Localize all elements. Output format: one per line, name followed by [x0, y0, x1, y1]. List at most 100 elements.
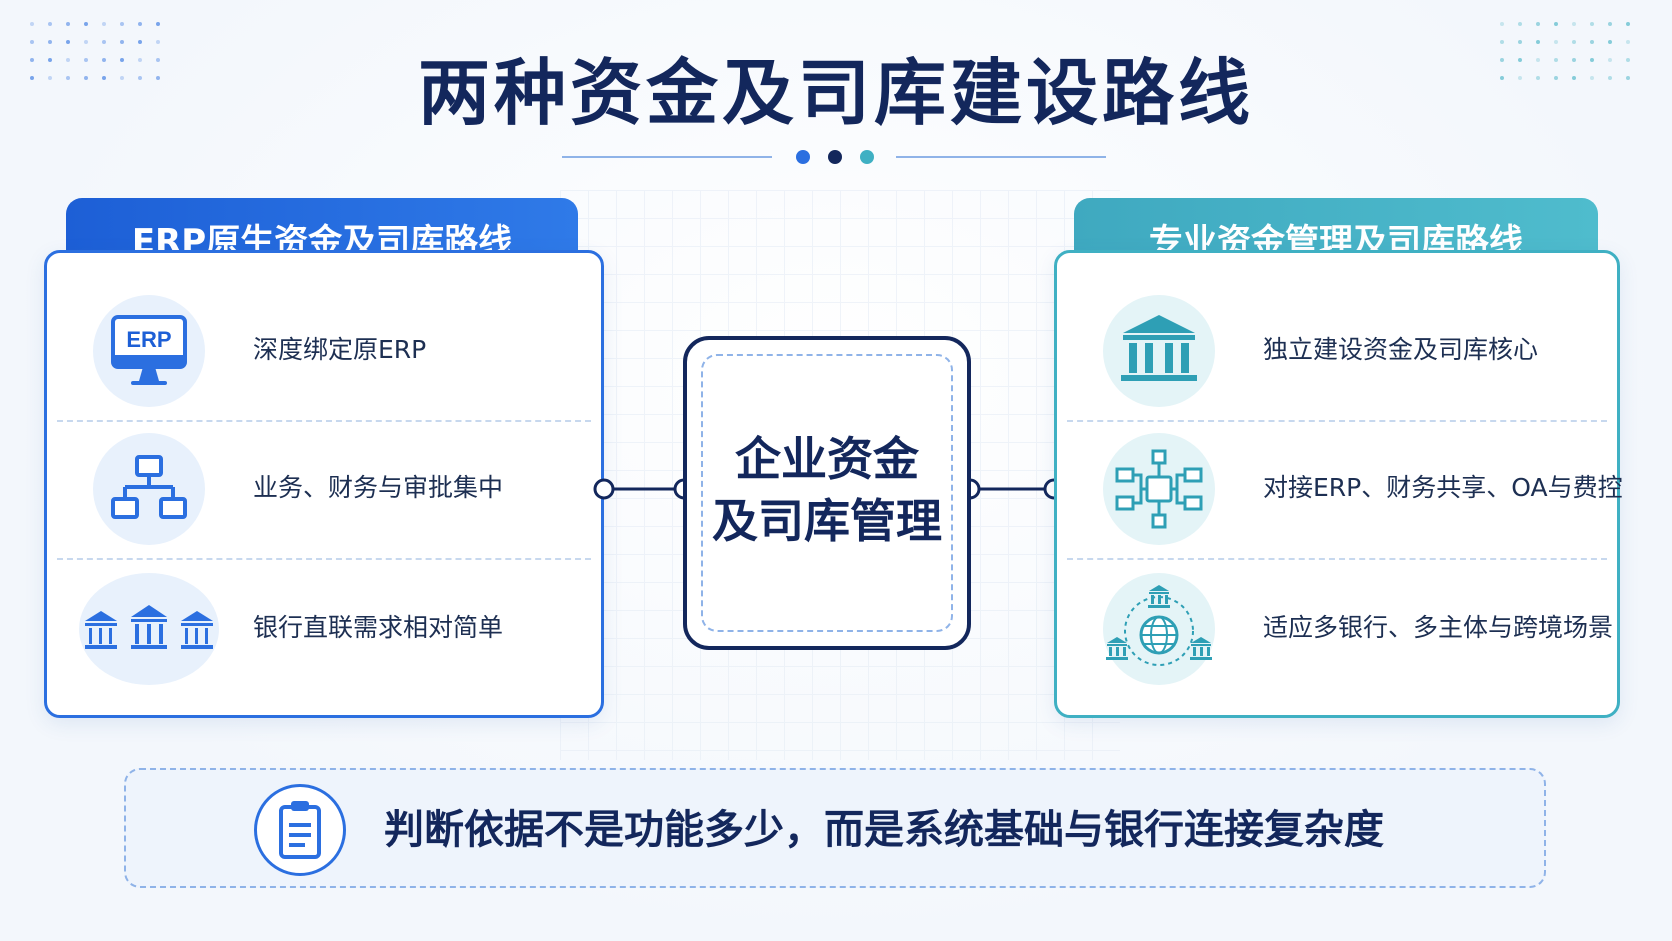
decorative-dot	[156, 58, 160, 62]
decorative-dot	[84, 22, 88, 26]
decorative-dot	[66, 58, 70, 62]
decorative-dot	[102, 76, 106, 80]
decorative-dot	[30, 22, 34, 26]
decorative-dot	[1572, 58, 1576, 62]
right-panel: 独立建设资金及司库核心 对接ERP、财务共享、OA与费控	[1054, 250, 1623, 718]
connector-node	[593, 478, 615, 500]
bank-building-icon	[1103, 295, 1215, 407]
decorative-dot	[1608, 58, 1612, 62]
left-item-label: 业务、财务与审批集中	[253, 473, 504, 502]
decorative-dot	[84, 76, 88, 80]
network-nodes-icon	[1103, 433, 1215, 545]
decorative-dot	[48, 76, 52, 80]
divider	[1067, 420, 1607, 422]
decorative-dot	[120, 58, 124, 62]
right-item-label: 独立建设资金及司库核心	[1263, 335, 1539, 364]
decorative-dot	[1518, 22, 1522, 26]
decorative-dot	[138, 76, 142, 80]
decorative-dot	[138, 58, 142, 62]
decorative-dot	[66, 22, 70, 26]
decorative-dot	[1518, 58, 1522, 62]
decorative-dot	[48, 58, 52, 62]
decorative-dot	[48, 22, 52, 26]
decorative-dot	[1518, 40, 1522, 44]
left-item-org: 业务、财务与审批集中	[57, 419, 591, 557]
center-line-1: 企业资金	[735, 432, 919, 486]
decorative-dot	[102, 22, 106, 26]
decorative-dot	[1554, 22, 1558, 26]
decorative-dot	[156, 40, 160, 44]
decorative-dot	[1590, 22, 1594, 26]
decorative-dot	[102, 40, 106, 44]
decorative-dot	[48, 40, 52, 44]
title-dot-navy	[828, 150, 842, 164]
erp-icon-text: ERP	[126, 327, 171, 352]
center-node: 企业资金 及司库管理	[683, 336, 971, 650]
decorative-dots-left	[30, 22, 170, 92]
decorative-dot	[1518, 76, 1522, 80]
decorative-dot	[30, 76, 34, 80]
decorative-dot	[120, 76, 124, 80]
right-item-core: 独立建设资金及司库核心	[1067, 281, 1607, 419]
decorative-dot	[1536, 22, 1540, 26]
decorative-dot	[1626, 40, 1630, 44]
decorative-dot	[138, 22, 142, 26]
decorative-dot	[1536, 76, 1540, 80]
left-item-label: 深度绑定原ERP	[253, 335, 427, 364]
decorative-dot	[1590, 40, 1594, 44]
decorative-dots-right	[1500, 22, 1640, 92]
right-item-multibank: 适应多银行、多主体与跨境场景	[1067, 559, 1613, 697]
decorative-dot	[66, 40, 70, 44]
divider	[57, 558, 591, 560]
decorative-dot	[1626, 76, 1630, 80]
conclusion-banner: 判断依据不是功能多少，而是系统基础与银行连接复杂度	[124, 768, 1546, 888]
decorative-dot	[1500, 22, 1504, 26]
right-item-label: 对接ERP、财务共享、OA与费控	[1263, 473, 1623, 502]
divider	[1067, 558, 1607, 560]
left-item-erp: ERP 深度绑定原ERP	[57, 281, 591, 419]
global-banks-icon	[1103, 573, 1215, 685]
decorative-dot	[102, 58, 106, 62]
divider	[57, 420, 591, 422]
title-dot-teal	[860, 150, 874, 164]
decorative-dot	[1554, 40, 1558, 44]
decorative-dot	[1500, 40, 1504, 44]
decorative-dot	[1572, 40, 1576, 44]
center-node-label: 企业资金 及司库管理	[687, 428, 967, 552]
decorative-dot	[84, 40, 88, 44]
title-rule-left	[562, 156, 772, 158]
decorative-dot	[120, 40, 124, 44]
banks-icon	[79, 573, 219, 685]
decorative-dot	[84, 58, 88, 62]
right-item-label: 适应多银行、多主体与跨境场景	[1263, 613, 1614, 642]
decorative-dot	[1626, 58, 1630, 62]
title-rule-right	[896, 156, 1106, 158]
decorative-dot	[1500, 76, 1504, 80]
decorative-dot	[1626, 22, 1630, 26]
decorative-dot	[138, 40, 142, 44]
right-item-integration: 对接ERP、财务共享、OA与费控	[1067, 419, 1623, 557]
decorative-dot	[1536, 40, 1540, 44]
left-item-label: 银行直联需求相对简单	[253, 613, 504, 642]
decorative-dot	[30, 58, 34, 62]
decorative-dot	[1572, 76, 1576, 80]
left-item-banks: 银行直联需求相对简单	[57, 559, 591, 697]
center-node-inner-border	[701, 354, 953, 632]
decorative-dot	[1572, 22, 1576, 26]
title-dot-blue	[796, 150, 810, 164]
decorative-dot	[30, 40, 34, 44]
decorative-dot	[1608, 40, 1612, 44]
decorative-dot	[156, 22, 160, 26]
decorative-dot	[1536, 58, 1540, 62]
decorative-dot	[66, 76, 70, 80]
decorative-dot	[1500, 58, 1504, 62]
decorative-dot	[1608, 22, 1612, 26]
decorative-dot	[156, 76, 160, 80]
page-title: 两种资金及司库建设路线	[417, 51, 1254, 135]
decorative-dot	[1590, 76, 1594, 80]
decorative-dot	[1554, 76, 1558, 80]
left-panel: ERP 深度绑定原ERP 业务、财务与审批集中	[44, 250, 604, 718]
decorative-dot	[120, 22, 124, 26]
decorative-dot	[1554, 58, 1558, 62]
